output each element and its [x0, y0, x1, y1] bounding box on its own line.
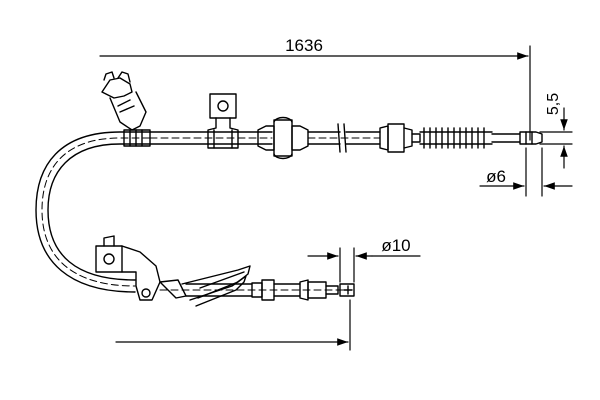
- rubber-grommet: [257, 116, 309, 160]
- dimension-fitting-diameter: [307, 247, 421, 283]
- length-break-mark: [337, 123, 347, 153]
- top-mounting-bracket: [101, 71, 151, 147]
- dimension-overall-length: [99, 45, 531, 141]
- end-height-label: 5,5: [545, 93, 562, 115]
- dimension-end-height: [539, 107, 573, 169]
- lower-mounting-bracket: [95, 235, 161, 301]
- fitting-diameter-label: ø10: [381, 236, 410, 255]
- dimension-end-diameter: [479, 147, 573, 197]
- lower-fin-bracket: [159, 265, 251, 307]
- lower-cable: [185, 283, 253, 297]
- lower-end-fitting: [251, 279, 355, 301]
- cable-sheath: [35, 131, 151, 293]
- overall-length-label: 1636: [285, 36, 323, 55]
- end-diameter-label: ø6: [486, 167, 506, 186]
- mid-cable: [307, 131, 341, 145]
- mid-cable-after-break: [345, 131, 381, 145]
- dimension-lower-length: [115, 299, 351, 351]
- threaded-section: [419, 127, 521, 149]
- end-nipple: [519, 131, 543, 145]
- cable-clip: [207, 93, 239, 149]
- end-fitting: [379, 123, 421, 153]
